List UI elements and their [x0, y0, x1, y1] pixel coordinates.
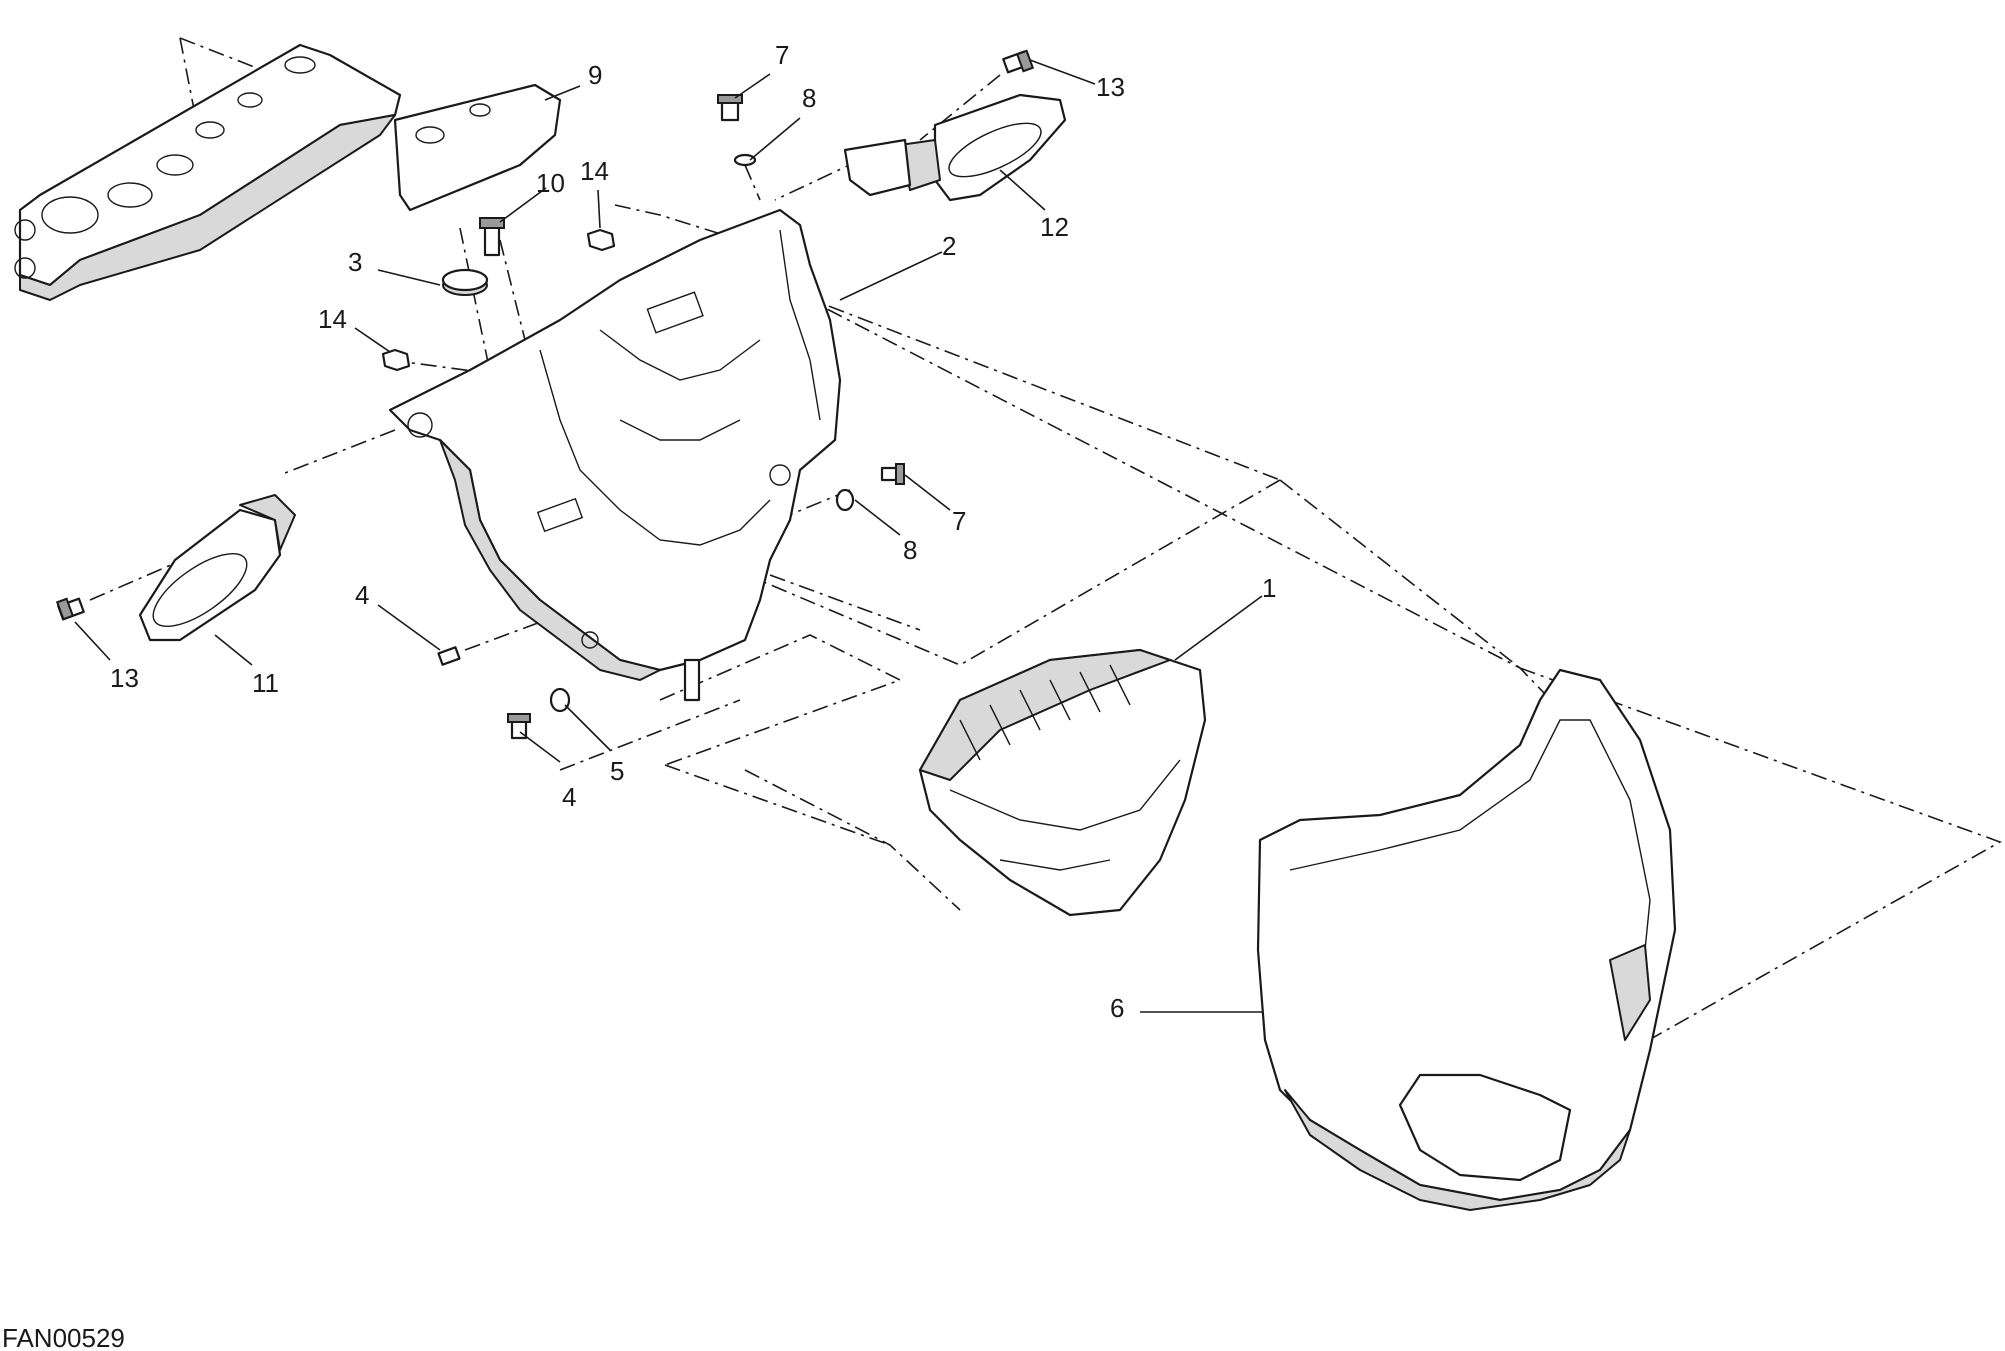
callout-3: 3 [348, 247, 362, 277]
upper-triple-clamp [14, 43, 402, 301]
callout-8-right: 8 [903, 535, 917, 565]
callout-7-right: 7 [952, 506, 966, 536]
callout-10: 10 [536, 168, 565, 198]
part-12-turn-signal-right [843, 93, 1067, 202]
callout-2: 2 [942, 231, 956, 261]
part-6-fairing [1256, 668, 1677, 1211]
callout-11: 11 [252, 668, 279, 698]
leader-lines [74, 59, 1263, 1013]
callout-1: 1 [1262, 573, 1276, 603]
callout-12: 12 [1040, 212, 1069, 242]
callout-labels: 1 2 3 4 4 5 6 7 7 8 8 9 10 11 12 13 13 1… [110, 40, 1276, 1023]
callout-8-top: 8 [802, 83, 816, 113]
callout-14-right: 14 [580, 156, 609, 186]
callout-13-left: 13 [110, 663, 139, 693]
callout-5: 5 [610, 756, 624, 786]
part-11-turn-signal-left [138, 494, 296, 642]
hardware-fasteners [55, 49, 1035, 740]
callout-13-right: 13 [1096, 72, 1125, 102]
callout-4-lower: 4 [562, 782, 576, 812]
callout-7-top: 7 [775, 40, 789, 70]
callout-14-left: 14 [318, 304, 347, 334]
part-9-bracket [393, 83, 562, 212]
callout-9: 9 [588, 60, 602, 90]
figure-code: FAN00529 [2, 1323, 125, 1351]
part-2-headlight-frame [388, 208, 842, 702]
callout-6: 6 [1110, 993, 1124, 1023]
part-1-headlight-unit [918, 648, 1207, 917]
callout-4-upper: 4 [355, 580, 369, 610]
